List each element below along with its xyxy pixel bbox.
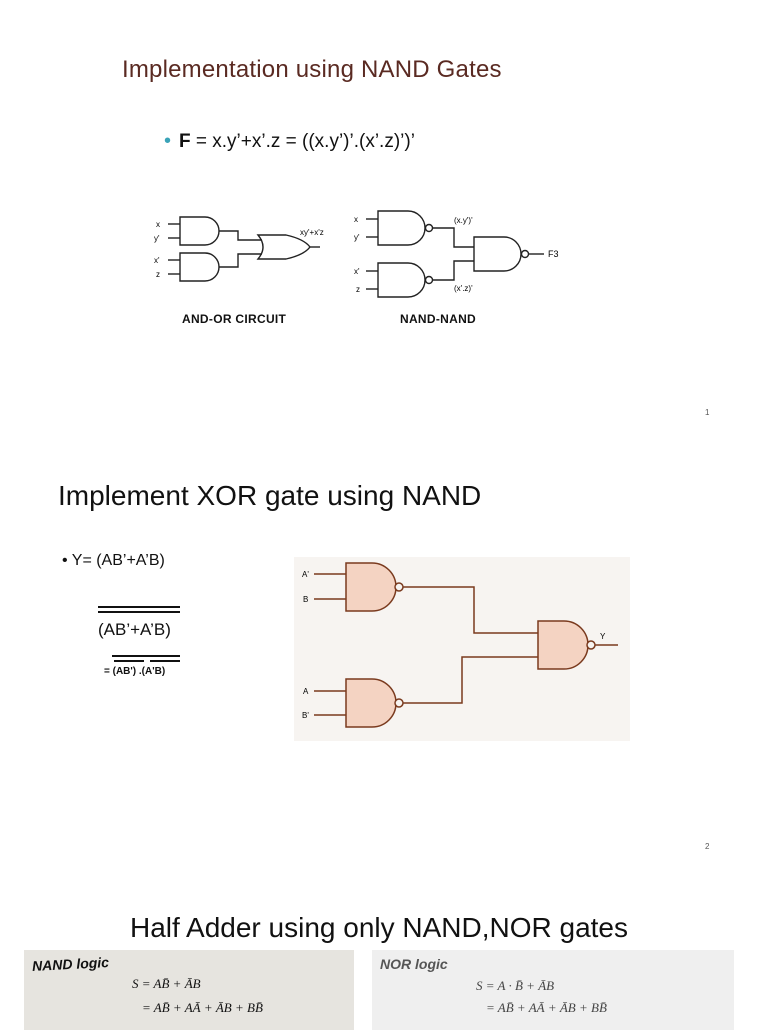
nand-logic-label: NAND logic (31, 953, 110, 975)
and-or-input-x: x (156, 220, 160, 229)
equation-body: = x.y’+x’.z = ((x.y’)’.(x’.z)’)’ (190, 131, 415, 152)
slide-2: Implement XOR gate using NAND • Y= (AB’+… (0, 450, 768, 870)
caption-nand-nand: NAND-NAND (400, 312, 477, 326)
expr2-term-a: (AB') (112, 666, 137, 677)
caption-and-or: AND-OR CIRCUIT (182, 312, 287, 326)
slide-2-title: Implement XOR gate using NAND (58, 480, 482, 511)
and-or-input-z: z (156, 270, 160, 279)
nand-logic-photo: NAND logic S = AB̄ + ĀB = AB̄ + AĀ + ĀB … (24, 950, 354, 1030)
nand-input-y: y' (354, 233, 360, 242)
nor-sum-line-1: S = A · B̄ + ĀB (476, 978, 555, 993)
overbar-inner (98, 611, 180, 613)
xor-input-a2: A (303, 687, 309, 696)
slide-number: 1 (705, 408, 710, 417)
nand-sum-line-2: = AB̄ + AĀ + ĀB + BB̄ (142, 1000, 263, 1015)
overbar-outer (98, 606, 180, 608)
slide-3: Half Adder using only NAND,NOR gates NAN… (0, 890, 768, 1030)
expr2-prefix: = (104, 666, 113, 677)
nand-mid-label-1: (x.y')' (454, 216, 473, 225)
xor-input-a1: A' (302, 570, 309, 579)
bullet-equation-text: Y= (AB’+A’B) (71, 552, 165, 569)
nand-input-x: x (354, 215, 358, 224)
slide-1-equation: • F = x.y’+x’.z = ((x.y’)’.(x’.z)’)’ (164, 130, 415, 153)
equation-label: F (179, 131, 191, 152)
overbar-expr2-outer (112, 655, 180, 657)
nand-nand-circuit-diagram: x y' x' z (x.y')' (x'.z)' F3 (354, 210, 559, 298)
slide-3-title: Half Adder using only NAND,NOR gates (130, 912, 628, 943)
slide-number: 2 (705, 842, 710, 851)
expr2-mid: . (136, 666, 142, 677)
and-or-circuit-diagram: x y' x' z xy'+x'z (154, 216, 324, 282)
bullet-equation: • Y= (AB’+A’B) (62, 552, 165, 569)
slide-1: Implementation using NAND Gates • F = x.y… (0, 0, 768, 440)
nor-logic-label: NOR logic (380, 956, 448, 972)
expr2-term-b: (A'B) (141, 666, 166, 677)
nand-output-label: F3 (548, 249, 559, 259)
nor-logic-photo: NOR logic S = A · B̄ + ĀB = AB̄ + AĀ + Ā… (372, 950, 734, 1030)
bullet-dot: • (164, 130, 172, 152)
overbar-expr2-b (150, 660, 180, 662)
complement-expression: (AB’+A’B) (98, 620, 171, 639)
and-or-output-label: xy'+x'z (300, 228, 324, 237)
nand-sum-line-1: S = AB̄ + ĀB (132, 976, 201, 991)
nor-sum-line-2: = AB̄ + AĀ + ĀB + BB̄ (486, 1000, 607, 1015)
and-or-input-y: y' (154, 234, 160, 243)
xor-nand-diagram: A' B A B' Y (294, 557, 630, 741)
and-or-input-x2: x' (154, 256, 160, 265)
xor-input-b2: B' (302, 711, 309, 720)
demorgan-expression: = (AB') .(A'B) (104, 666, 165, 677)
xor-input-b1: B (303, 595, 308, 604)
nand-input-z: z (356, 285, 360, 294)
nand-input-x2: x' (354, 267, 360, 276)
overbar-expr2-a (114, 660, 144, 662)
nand-mid-label-2: (x'.z)' (454, 284, 473, 293)
slide-1-title: Implementation using NAND Gates (122, 56, 502, 83)
xor-output-label: Y (600, 632, 606, 641)
